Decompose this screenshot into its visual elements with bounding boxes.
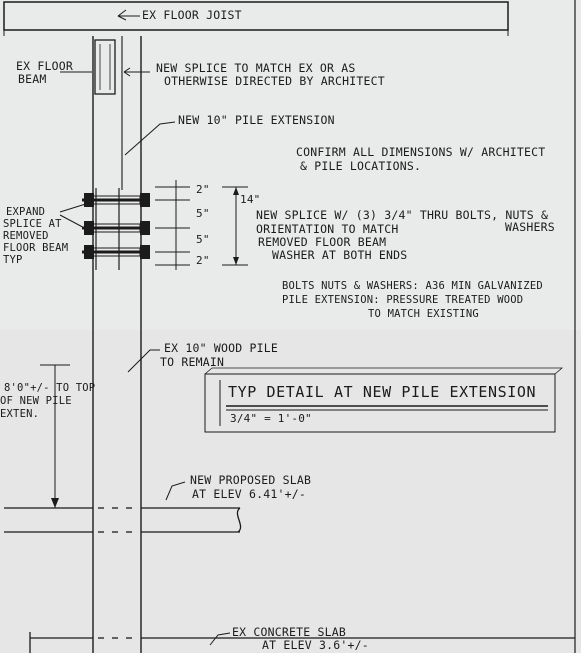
title-block xyxy=(204,367,564,433)
dim-label: 2" xyxy=(196,183,210,196)
splice-note-line5: WASHER AT BOTH ENDS xyxy=(272,248,408,262)
bolt xyxy=(82,245,150,259)
leader-lines xyxy=(59,9,231,646)
ex-pile-line2: TO REMAIN xyxy=(160,355,225,369)
detail-scale: 3/4" = 1'-0" xyxy=(230,412,312,425)
floor-beam-label-line2: BEAM xyxy=(18,72,47,86)
height-dimension xyxy=(40,364,70,508)
height-note-line1: 8'0"+/- TO TOP xyxy=(4,382,96,394)
ex-pile-line1: EX 10" WOOD PILE xyxy=(164,341,278,355)
overall-dim-label: 14" xyxy=(240,193,261,206)
expand-splice-line5: TYP xyxy=(3,254,23,266)
joist-ticks xyxy=(3,30,509,36)
new-slab xyxy=(4,507,242,533)
new-slab-line1: NEW PROPOSED SLAB xyxy=(190,473,312,487)
new-splice-note-line2: OTHERWISE DIRECTED BY ARCHITECT xyxy=(164,74,385,88)
bolt xyxy=(82,193,150,207)
dim-label: 5" xyxy=(196,233,210,246)
materials-line3: TO MATCH EXISTING xyxy=(368,308,479,320)
floor-beam-splice xyxy=(94,39,116,95)
bolt xyxy=(82,221,150,235)
confirm-dims-line2: & PILE LOCATIONS. xyxy=(300,159,422,173)
floor-joist-label: EX FLOOR JOIST xyxy=(142,8,242,22)
pile-extension-label: NEW 10" PILE EXTENSION xyxy=(178,113,335,127)
dim-label: 2" xyxy=(196,254,210,267)
splice-note-line4: REMOVED FLOOR BEAM xyxy=(258,235,387,249)
existing-slab xyxy=(29,632,575,653)
dim-label: 5" xyxy=(196,207,210,220)
expand-splice-line3: REMOVED xyxy=(3,230,49,242)
splice-note-line3: ORIENTATION TO MATCH xyxy=(256,222,399,236)
new-slab-line2: AT ELEV 6.41'+/- xyxy=(192,487,306,501)
detail-title: TYP DETAIL AT NEW PILE EXTENSION xyxy=(228,383,537,401)
paper-shadow xyxy=(0,330,581,653)
expand-splice-line1: EXPAND xyxy=(6,206,46,218)
expand-splice-line2: SPLICE AT xyxy=(3,218,62,230)
materials-line1: BOLTS NUTS & WASHERS: A36 MIN GALVANIZED xyxy=(282,280,543,292)
confirm-dims-line1: CONFIRM ALL DIMENSIONS W/ ARCHITECT xyxy=(296,145,546,159)
dimension-arrows xyxy=(233,187,239,265)
splice-note-line1: NEW SPLICE W/ (3) 3/4" THRU BOLTS, NUTS … xyxy=(256,208,549,222)
materials-line2: PILE EXTENSION: PRESSURE TREATED WOOD xyxy=(282,294,524,306)
floor-beam-label-line1: EX FLOOR xyxy=(16,59,73,73)
dimension-lines xyxy=(155,180,248,270)
splice-note-line2: WASHERS xyxy=(505,220,555,234)
ex-slab-line1: EX CONCRETE SLAB xyxy=(232,625,346,639)
height-arrow xyxy=(51,498,59,508)
expand-splice-line4: FLOOR BEAM xyxy=(3,242,69,254)
height-note-line3: EXTEN. xyxy=(0,408,40,420)
height-note-line2: OF NEW PILE xyxy=(0,395,72,407)
new-splice-note-line1: NEW SPLICE TO MATCH EX OR AS xyxy=(156,61,356,75)
ex-slab-line2: AT ELEV 3.6'+/- xyxy=(262,638,369,652)
